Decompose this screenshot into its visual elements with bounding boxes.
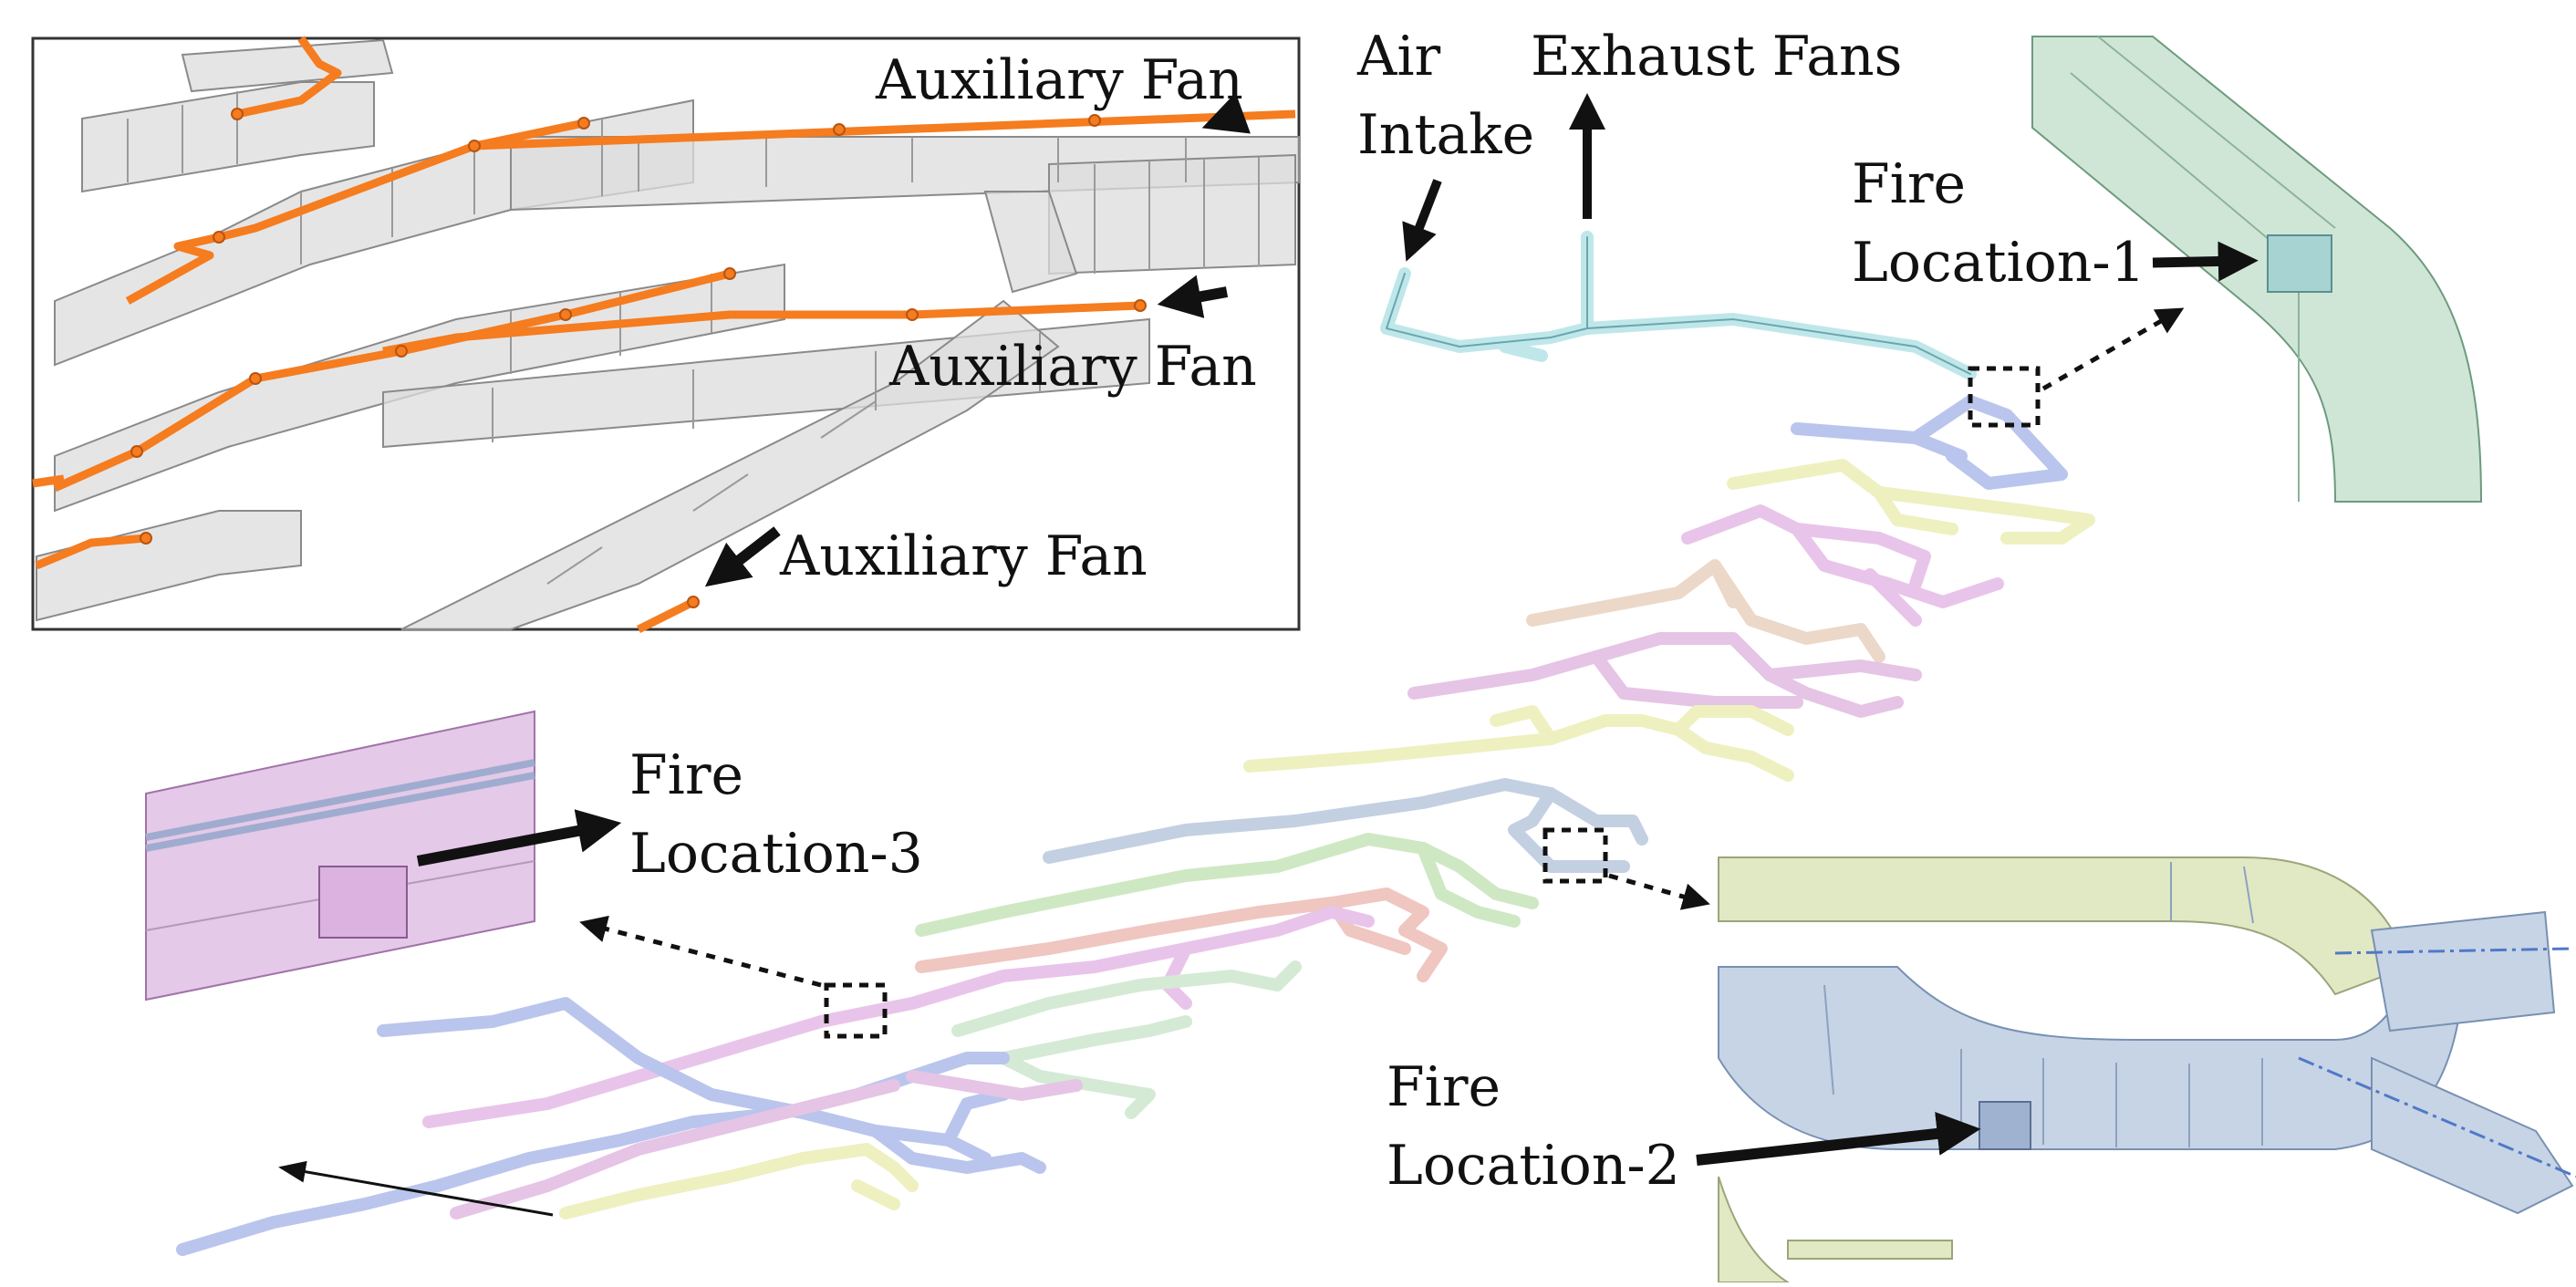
arrow-left-icon — [1157, 275, 1229, 318]
fan-path-nodes — [130, 108, 1147, 608]
exhaust-intake-annotations: Air Intake Exhaust Fans — [1356, 25, 1902, 262]
arrow-right-icon — [2152, 241, 2259, 282]
dotted-leader — [579, 915, 822, 988]
fire2-yellow-duct — [1718, 856, 2410, 996]
yellow-level-1 — [1727, 459, 2095, 545]
dotted-leader — [1608, 873, 1710, 910]
label-intake: Intake — [1357, 103, 1534, 167]
label-air: Air — [1356, 25, 1441, 88]
label-fire-2: Fire — [1387, 1055, 1501, 1119]
arrow-down-icon — [1402, 179, 1442, 262]
fire-box-icon — [2267, 234, 2332, 293]
magenta-level-2 — [422, 906, 1375, 1128]
label-location-1: Location-1 — [1852, 231, 2145, 295]
dotted-box-icon — [1968, 366, 2041, 428]
dotted-box-icon — [824, 982, 888, 1039]
green-level-1 — [915, 833, 1539, 937]
steel-level — [1043, 778, 1648, 873]
yellow-level-3 — [559, 1143, 919, 1220]
label-auxiliary-fan-3: Auxiliary Fan — [779, 524, 1148, 588]
tan-level — [1526, 559, 1885, 663]
label-auxiliary-fan-2: Auxiliary Fan — [888, 335, 1257, 399]
inset-fire-location-2: Fire Location-2 — [1387, 827, 2576, 1283]
grey-duct-ribs — [127, 91, 1260, 585]
label-fire-1: Fire — [1852, 152, 1966, 216]
arrow-left-icon — [1201, 92, 1252, 134]
magenta-level-1 — [1681, 504, 2004, 627]
pink-level-2 — [450, 1070, 1083, 1220]
inset-auxiliary-fans: Auxiliary Fan Auxiliary Fan Auxiliary Fa… — [31, 36, 1301, 634]
label-exhaust-fans: Exhaust Fans — [1531, 25, 1902, 88]
dotted-leader — [2041, 307, 2185, 391]
label-fire-3: Fire — [629, 743, 743, 807]
inset-fire-location-3: Fire Location-3 — [145, 710, 923, 1039]
blue-level-1 — [1791, 395, 2068, 490]
yellow-level-2 — [1243, 705, 1794, 782]
inset-fire-location-1: Fire Location-1 — [1852, 36, 2483, 503]
label-auxiliary-fan-1: Auxiliary Fan — [875, 48, 1243, 112]
arrow-left-icon — [704, 526, 781, 587]
pink-level-1 — [1407, 632, 1922, 718]
dotted-box-icon — [1542, 827, 1608, 884]
fire-box-icon — [1979, 1101, 2031, 1150]
mine-network — [176, 231, 2095, 1256]
flow-direction-arrow — [278, 1160, 554, 1217]
arrow-right-icon — [416, 809, 622, 867]
label-location-3: Location-3 — [629, 822, 923, 886]
label-location-2: Location-2 — [1387, 1134, 1680, 1198]
fire-box-icon — [318, 866, 408, 939]
blue-level-2 — [176, 997, 1046, 1256]
cyan-level-outline — [1386, 236, 1971, 375]
green-level-2 — [951, 960, 1302, 1119]
arrow-right-icon — [1696, 1112, 1981, 1166]
